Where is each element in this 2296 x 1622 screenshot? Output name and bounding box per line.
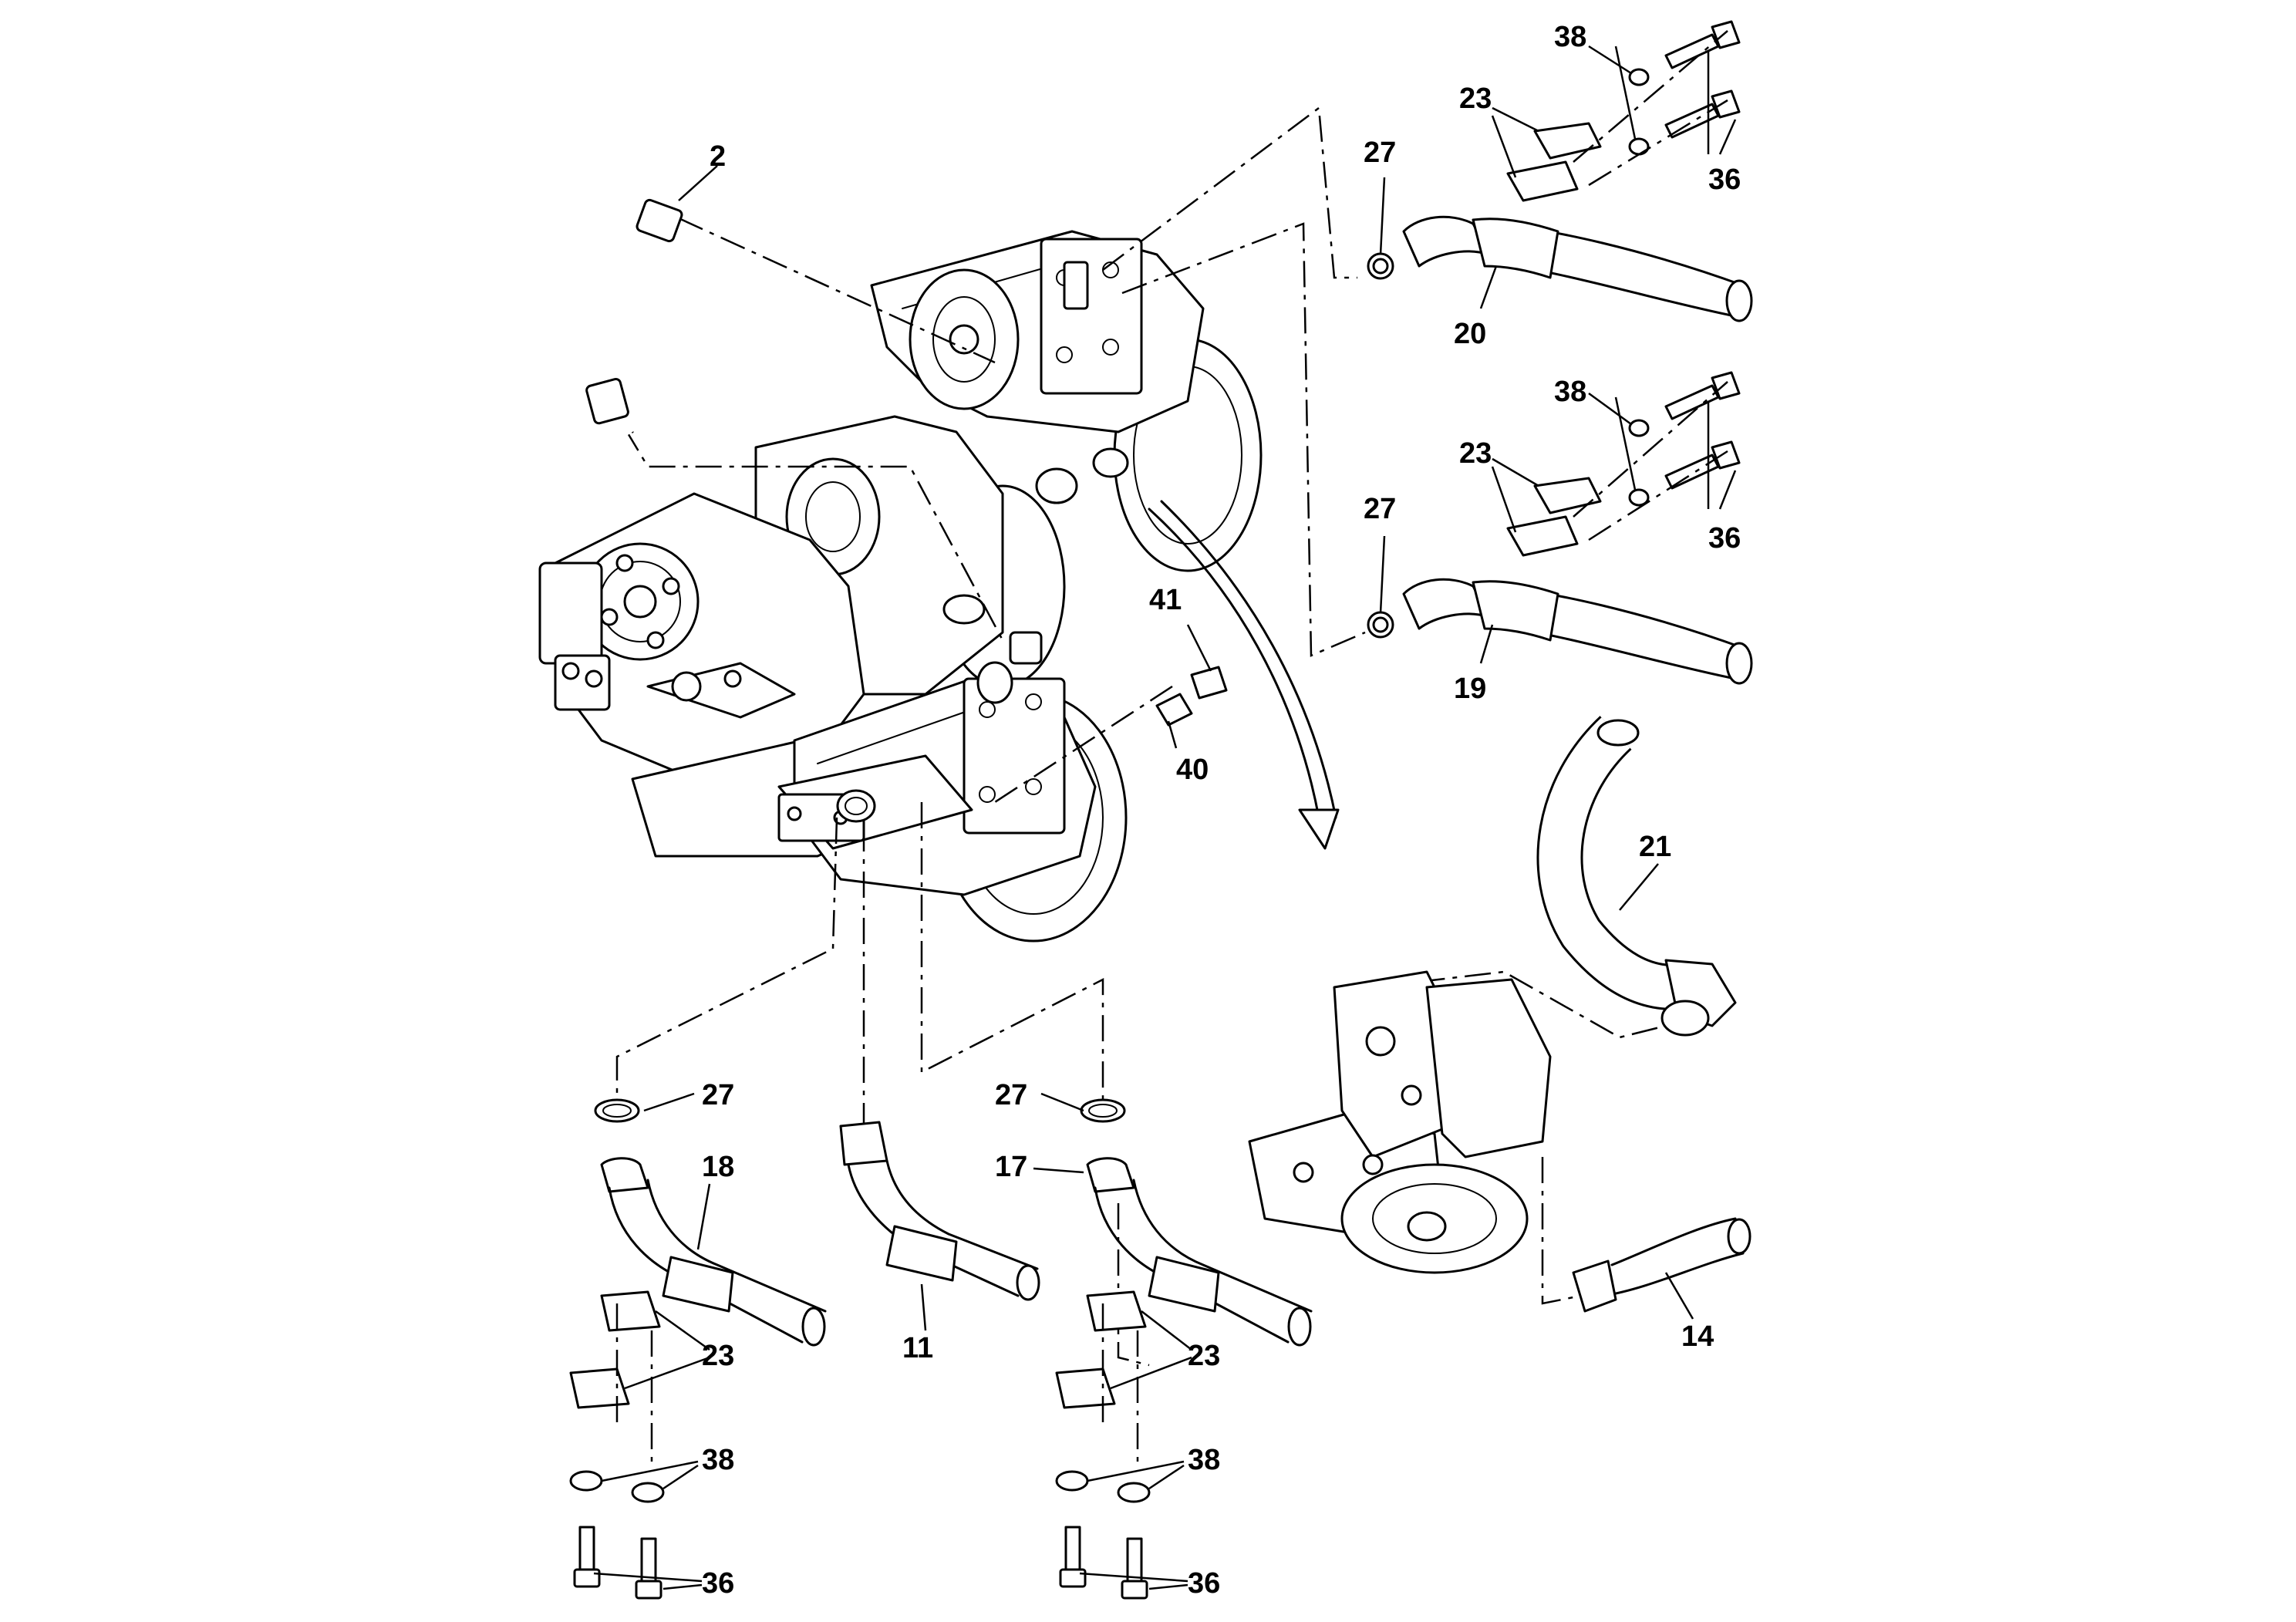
callout-27-lower-left: 27 [702,1079,734,1111]
callout-17: 17 [995,1151,1027,1183]
callout-38-lower-middle: 38 [1188,1444,1220,1476]
hose-assembly-18 [569,1098,827,1600]
callout-36-lower-left: 36 [702,1567,734,1600]
callout-41: 41 [1149,584,1182,616]
callout-14: 14 [1681,1320,1714,1353]
callout-23-middle: 23 [1459,437,1492,470]
callout-36-lower-middle: 36 [1188,1567,1220,1600]
callout-labels: 2 38 23 27 36 20 38 23 27 36 19 41 40 21… [702,21,1741,1600]
hose-assembly-20 [1367,20,1753,322]
callout-23-lower-left: 23 [702,1340,734,1372]
fitting-40-41 [1155,666,1228,727]
callout-2: 2 [710,140,726,173]
callout-27-lower-middle: 27 [995,1079,1027,1111]
hose-14 [1572,1217,1752,1313]
hose-21 [1536,716,1737,1037]
callout-20: 20 [1454,318,1486,350]
callout-36-upper: 36 [1708,164,1741,196]
callout-38-lower-left: 38 [702,1444,734,1476]
part-2-tube [579,197,683,436]
callout-19: 19 [1454,673,1486,705]
callout-27-upper: 27 [1364,137,1396,169]
callout-23-lower-middle: 23 [1188,1340,1220,1372]
callout-leaders [593,45,1737,1590]
assembly-reference-lines [615,106,1667,1367]
callout-23-upper: 23 [1459,83,1492,115]
callout-27-middle: 27 [1364,493,1396,525]
callout-38-middle: 38 [1554,376,1586,408]
relocate-arrow-icon [1148,500,1340,850]
callout-11: 11 [902,1332,933,1364]
callout-18: 18 [702,1151,734,1183]
callout-21: 21 [1639,831,1671,863]
secondary-pump-view [1248,970,1552,1274]
hydraulic-pump-assembly [538,230,1263,943]
callout-36-middle: 36 [1708,522,1741,555]
callout-38-upper: 38 [1554,21,1586,53]
hose-11 [839,1121,1040,1301]
hose-assembly-19 [1367,371,1753,685]
callout-40: 40 [1176,754,1209,786]
